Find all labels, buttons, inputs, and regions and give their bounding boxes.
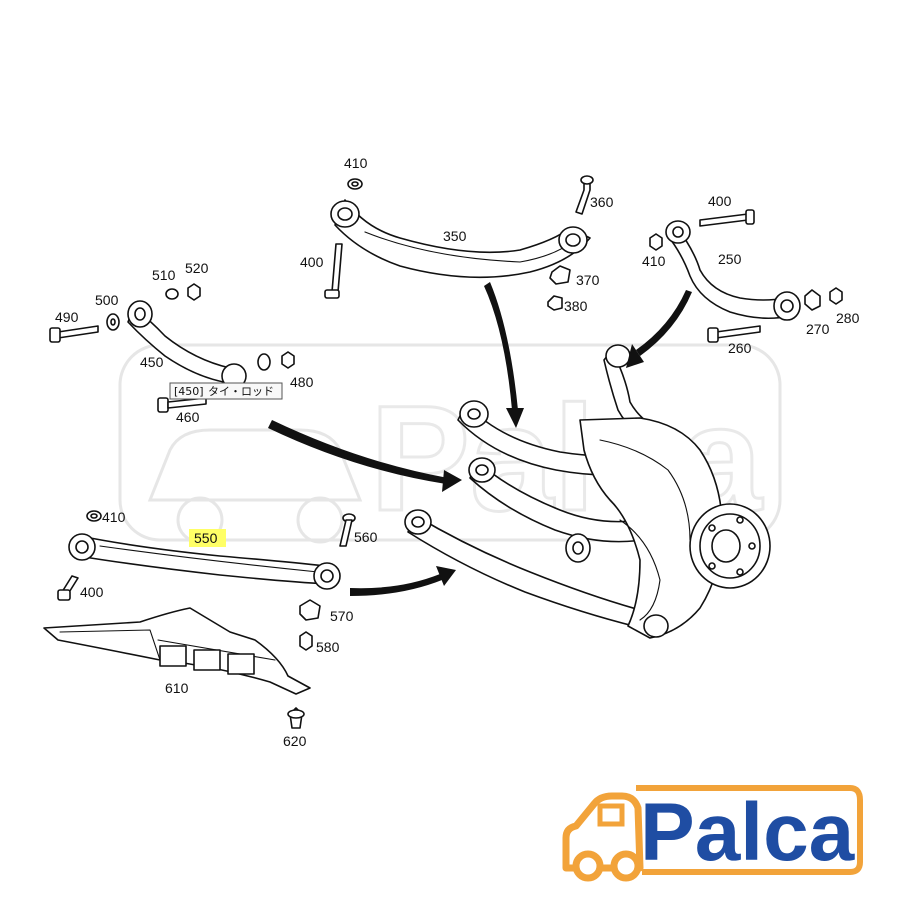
label-560: 560 xyxy=(354,529,378,545)
arrow-550-to-assembly xyxy=(350,566,456,596)
label-500: 500 xyxy=(95,292,119,308)
tooltip-code: [450] xyxy=(174,385,204,398)
bolt-260 xyxy=(707,325,761,343)
label-370: 370 xyxy=(576,272,600,288)
bolt-560 xyxy=(339,513,356,547)
upper-control-arm-350 xyxy=(330,199,591,279)
label-360: 360 xyxy=(590,194,614,210)
label-350: 350 xyxy=(443,228,467,244)
label-410-bottom: 410 xyxy=(102,509,126,525)
arrow-350-to-assembly xyxy=(484,282,524,428)
label-260: 260 xyxy=(728,340,752,356)
brand-logo: Palca xyxy=(562,785,863,882)
nut-520 xyxy=(187,283,201,301)
washer-270 xyxy=(804,289,821,311)
label-580: 580 xyxy=(316,639,340,655)
label-280: 280 xyxy=(836,310,860,326)
washer-410-bottom xyxy=(86,510,102,522)
car-icon xyxy=(562,792,644,882)
nut-410-right xyxy=(649,233,663,251)
bolt-490 xyxy=(49,325,99,343)
label-400-top: 400 xyxy=(300,254,324,270)
arrow-250-to-assembly xyxy=(626,290,692,368)
label-490: 490 xyxy=(55,309,79,325)
nut-370 xyxy=(549,265,571,285)
label-620: 620 xyxy=(283,733,307,749)
assembled-suspension xyxy=(404,344,771,639)
label-380: 380 xyxy=(564,298,588,314)
highlight-550 xyxy=(189,529,226,547)
nut-570 xyxy=(299,599,321,621)
label-410-right: 410 xyxy=(642,253,666,269)
label-520: 520 xyxy=(185,260,209,276)
arrow-450-to-assembly xyxy=(268,420,462,492)
label-400-bottom: 400 xyxy=(80,584,104,600)
label-570: 570 xyxy=(330,608,354,624)
label-510: 510 xyxy=(152,267,176,283)
tooltip-label: タイ・ロッド xyxy=(208,385,274,398)
nut-380 xyxy=(547,295,563,311)
camber-arm-250 xyxy=(665,220,801,321)
label-410-top: 410 xyxy=(344,155,368,171)
washer-510 xyxy=(165,288,179,300)
washer-500 xyxy=(106,313,120,331)
bolt-400-right xyxy=(699,209,755,227)
tie-rod-tooltip: [450] タイ・ロッド xyxy=(169,382,283,400)
label-450: 450 xyxy=(140,354,164,370)
nut-580 xyxy=(299,631,313,651)
clip-620 xyxy=(287,707,305,729)
label-550: 550 xyxy=(194,530,218,546)
part-labels: 410 360 350 400 370 380 400 410 250 270 … xyxy=(55,155,860,749)
bolt-400-bottom xyxy=(57,575,79,601)
nut-280 xyxy=(829,287,843,305)
label-270: 270 xyxy=(806,321,830,337)
label-400-right: 400 xyxy=(708,193,732,209)
washer-480 xyxy=(257,353,271,371)
label-480: 480 xyxy=(290,374,314,390)
logo-text: Palca xyxy=(640,787,856,878)
label-460: 460 xyxy=(176,409,200,425)
cover-610 xyxy=(43,607,311,695)
washer-410-top xyxy=(347,178,363,190)
label-610: 610 xyxy=(165,680,189,696)
bolt-360 xyxy=(575,175,594,215)
nut-480 xyxy=(281,351,295,369)
label-250: 250 xyxy=(718,251,742,267)
lower-arm-550 xyxy=(68,533,341,590)
bolt-400-top xyxy=(324,243,343,299)
